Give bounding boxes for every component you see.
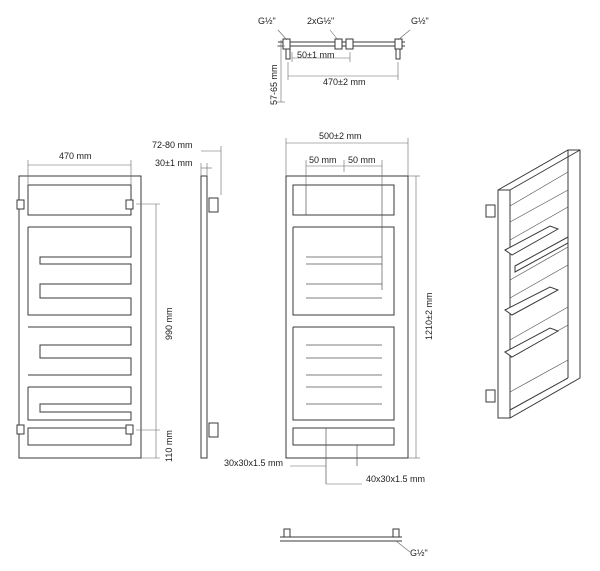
front-470-label: 470 mm [59, 151, 92, 161]
top-view [277, 29, 411, 103]
front-view [16, 160, 160, 459]
side-view [200, 146, 222, 459]
bottom-view [280, 528, 411, 553]
front-990-label: 990 mm [164, 307, 174, 340]
bottom-g-label: G½" [410, 548, 428, 558]
tube-40-label: 40x30x1.5 mm [366, 474, 425, 484]
top-g-mid-label: 2xG½" [307, 16, 334, 26]
side-30-label: 30±1 mm [155, 158, 192, 168]
front-110-label: 110 mm [164, 430, 174, 462]
isometric-view [485, 149, 581, 419]
rear-50a-label: 50 mm [309, 155, 337, 165]
tube-30-label: 30x30x1.5 mm [224, 458, 283, 468]
rear-1210-label: 1210±2 mm [424, 293, 434, 340]
side-7280-label: 72-80 mm [152, 140, 193, 150]
rear-500-label: 500±2 mm [319, 131, 361, 141]
rear-50b-label: 50 mm [348, 155, 376, 165]
top-g-right-label: G½" [411, 16, 429, 26]
top-5765-label: 57-65 mm [269, 64, 279, 105]
rear-view [285, 138, 420, 485]
top-50-label: 50±1 mm [297, 50, 334, 60]
top-470-label: 470±2 mm [323, 77, 365, 87]
top-g-left-label: G½" [258, 16, 276, 26]
